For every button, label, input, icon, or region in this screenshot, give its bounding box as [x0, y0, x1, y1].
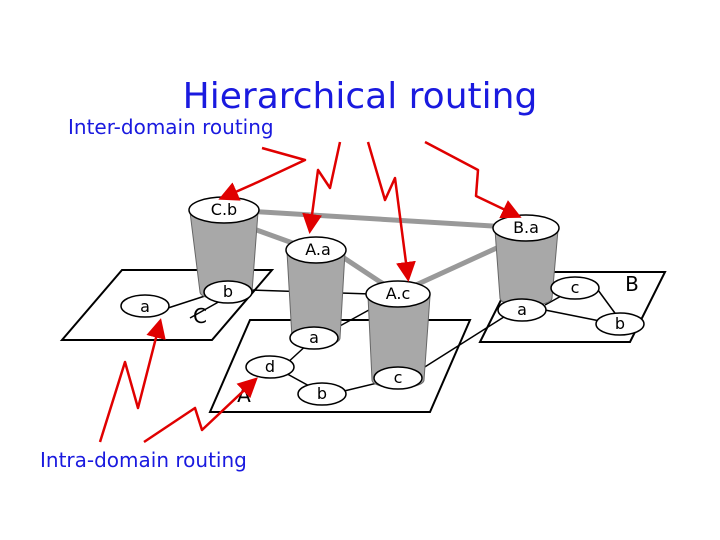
- node-B-a: [497, 298, 547, 322]
- link-Cb-Ba: [229, 207, 526, 231]
- node-C-b: [203, 280, 253, 304]
- arrow-to-Ba: [424, 140, 522, 219]
- router-Ba-cylinder: [492, 214, 560, 307]
- node-label-C-b: b: [223, 282, 233, 301]
- intra-nodes: [120, 276, 645, 406]
- arrow-to-Ac: [366, 141, 416, 282]
- arrow-to-Aa: [302, 141, 342, 234]
- node-label-A-a: a: [309, 328, 319, 347]
- node-label-B-a: a: [517, 300, 527, 319]
- caption-intra-domain: Intra-domain routing: [40, 448, 247, 472]
- node-A-d: [245, 355, 295, 379]
- intra-domain-arrows: [98, 318, 258, 444]
- node-label-B-c: c: [571, 278, 580, 297]
- inter-domain-arrows: [218, 140, 522, 282]
- router-label-Ac: A.c: [386, 284, 411, 303]
- node-A-b: [297, 382, 347, 406]
- link-Ac-Ba: [419, 309, 516, 371]
- router-label-Ba: B.a: [513, 218, 539, 237]
- node-label-C-a: a: [140, 297, 150, 316]
- node-B-c: [550, 276, 600, 300]
- node-C-a: [120, 294, 170, 318]
- arrow-to-C-a: [98, 318, 166, 443]
- slide-title: Hierarchical routing: [183, 76, 538, 117]
- link-Cb-C: [189, 299, 223, 319]
- node-A-c: [373, 366, 423, 390]
- domain-label-B: B: [625, 272, 639, 296]
- caption-inter-domain: Inter-domain routing: [68, 115, 274, 139]
- node-label-A-d: d: [265, 357, 275, 376]
- node-label-B-b: b: [615, 314, 625, 333]
- router-label-Cb: C.b: [211, 200, 237, 219]
- router-label-Aa: A.a: [305, 240, 331, 259]
- domain-label-C: C: [193, 304, 207, 328]
- router-Aa-cylinder: [285, 236, 347, 347]
- node-A-a: [289, 326, 339, 350]
- link-Ca-Cb: [167, 294, 209, 309]
- router-Ac-cylinder: [365, 280, 431, 389]
- router-Cb-cylinder: [188, 196, 260, 301]
- node-label-A-c: c: [394, 368, 403, 387]
- node-label-A-b: b: [317, 384, 327, 403]
- node-B-b: [595, 312, 645, 336]
- arrow-to-Cb: [218, 146, 307, 201]
- arrow-to-A-d: [143, 377, 258, 444]
